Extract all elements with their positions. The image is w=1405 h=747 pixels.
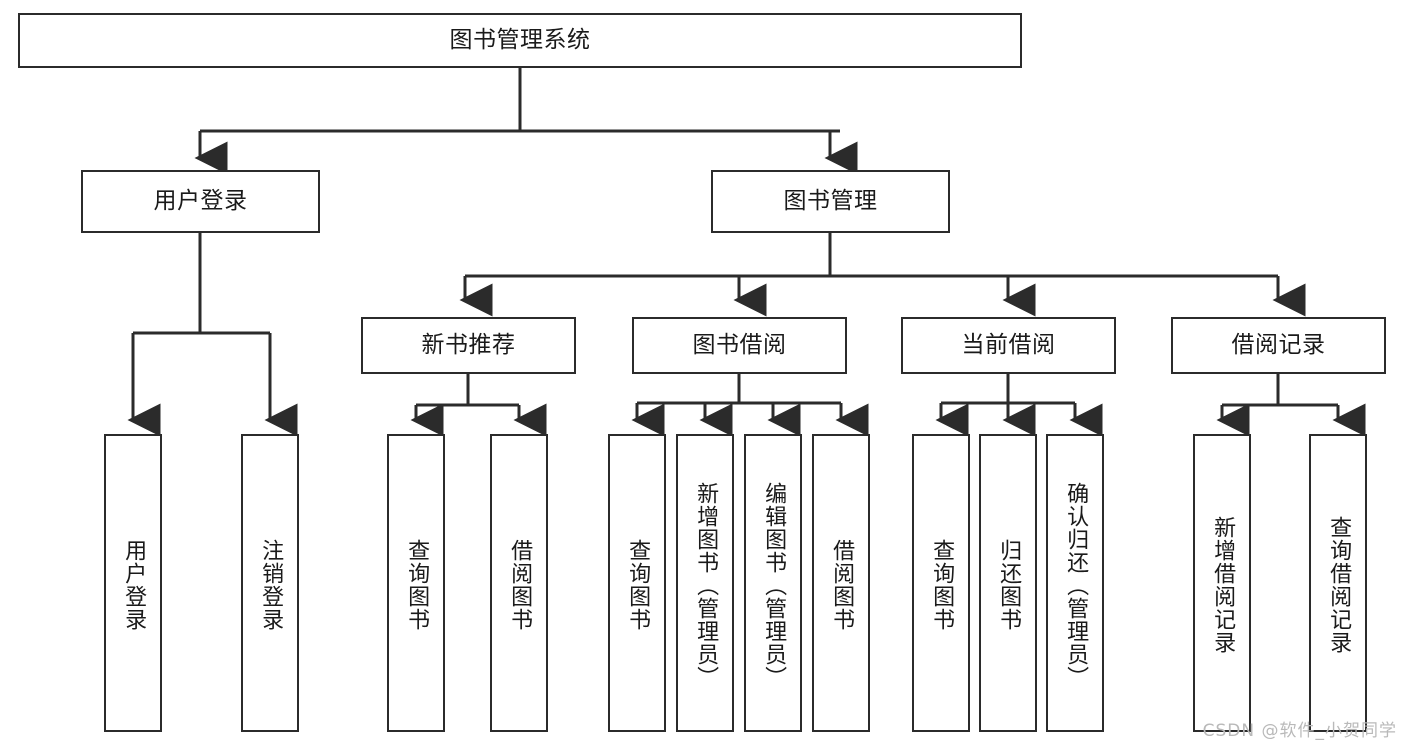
leaf-label: 归还图书 bbox=[996, 539, 1022, 631]
leaf-label: 查询借阅记录 bbox=[1326, 516, 1352, 654]
leaf-label: 查询图书 bbox=[929, 539, 955, 631]
node-book-borrow[interactable]: 图书借阅 bbox=[632, 317, 847, 374]
leaf-label: 新增借阅记录 bbox=[1210, 516, 1236, 654]
leaf-label: 用户登录 bbox=[121, 539, 147, 631]
leaf-label-wrap: 用户登录 bbox=[119, 440, 147, 730]
leaf-label: 编辑图书（管理员） bbox=[761, 481, 787, 689]
node-new-book-recommend[interactable]: 新书推荐 bbox=[361, 317, 576, 374]
leaf-label-wrap: 借阅图书 bbox=[505, 440, 533, 730]
leaf-label: 注销登录 bbox=[258, 539, 284, 631]
leaf-label-wrap: 新增图书（管理员） bbox=[691, 440, 719, 730]
leaf-label-wrap: 查询图书 bbox=[623, 440, 651, 730]
node-user-login[interactable]: 用户登录 bbox=[81, 170, 320, 233]
leaf-label-wrap: 查询借阅记录 bbox=[1324, 440, 1352, 730]
node-current-borrow[interactable]: 当前借阅 bbox=[901, 317, 1116, 374]
leaf-label-wrap: 借阅图书 bbox=[827, 440, 855, 730]
leaf-recommend-borrow-book[interactable]: 借阅图书 bbox=[490, 434, 548, 732]
leaf-label-wrap: 编辑图书（管理员） bbox=[759, 440, 787, 730]
leaf-label-wrap: 确认归还（管理员） bbox=[1061, 440, 1089, 730]
leaf-borrow-borrow-book[interactable]: 借阅图书 bbox=[812, 434, 870, 732]
leaf-user-login-logout[interactable]: 注销登录 bbox=[241, 434, 299, 732]
leaf-record-query-record[interactable]: 查询借阅记录 bbox=[1309, 434, 1367, 732]
leaf-record-add-record[interactable]: 新增借阅记录 bbox=[1193, 434, 1251, 732]
leaf-borrow-add-book-admin[interactable]: 新增图书（管理员） bbox=[676, 434, 734, 732]
leaf-label-wrap: 注销登录 bbox=[256, 440, 284, 730]
leaf-current-confirm-return-admin[interactable]: 确认归还（管理员） bbox=[1046, 434, 1104, 732]
leaf-borrow-query-book[interactable]: 查询图书 bbox=[608, 434, 666, 732]
leaf-borrow-edit-book-admin[interactable]: 编辑图书（管理员） bbox=[744, 434, 802, 732]
leaf-label-wrap: 新增借阅记录 bbox=[1208, 440, 1236, 730]
leaf-recommend-query-book[interactable]: 查询图书 bbox=[387, 434, 445, 732]
leaf-label: 确认归还（管理员） bbox=[1063, 481, 1089, 689]
leaf-label: 查询图书 bbox=[404, 539, 430, 631]
watermark-text: CSDN @软件_小贺同学 bbox=[1202, 721, 1397, 741]
leaf-current-query-book[interactable]: 查询图书 bbox=[912, 434, 970, 732]
leaf-label: 借阅图书 bbox=[507, 539, 533, 631]
leaf-label-wrap: 归还图书 bbox=[994, 440, 1022, 730]
leaf-label-wrap: 查询图书 bbox=[927, 440, 955, 730]
leaf-label: 新增图书（管理员） bbox=[693, 481, 719, 689]
leaf-label: 借阅图书 bbox=[829, 539, 855, 631]
leaf-label: 查询图书 bbox=[625, 539, 651, 631]
node-book-management[interactable]: 图书管理 bbox=[711, 170, 950, 233]
node-root[interactable]: 图书管理系统 bbox=[18, 13, 1022, 68]
leaf-user-login-login[interactable]: 用户登录 bbox=[104, 434, 162, 732]
node-borrow-record[interactable]: 借阅记录 bbox=[1171, 317, 1386, 374]
leaf-label-wrap: 查询图书 bbox=[402, 440, 430, 730]
leaf-current-return-book[interactable]: 归还图书 bbox=[979, 434, 1037, 732]
